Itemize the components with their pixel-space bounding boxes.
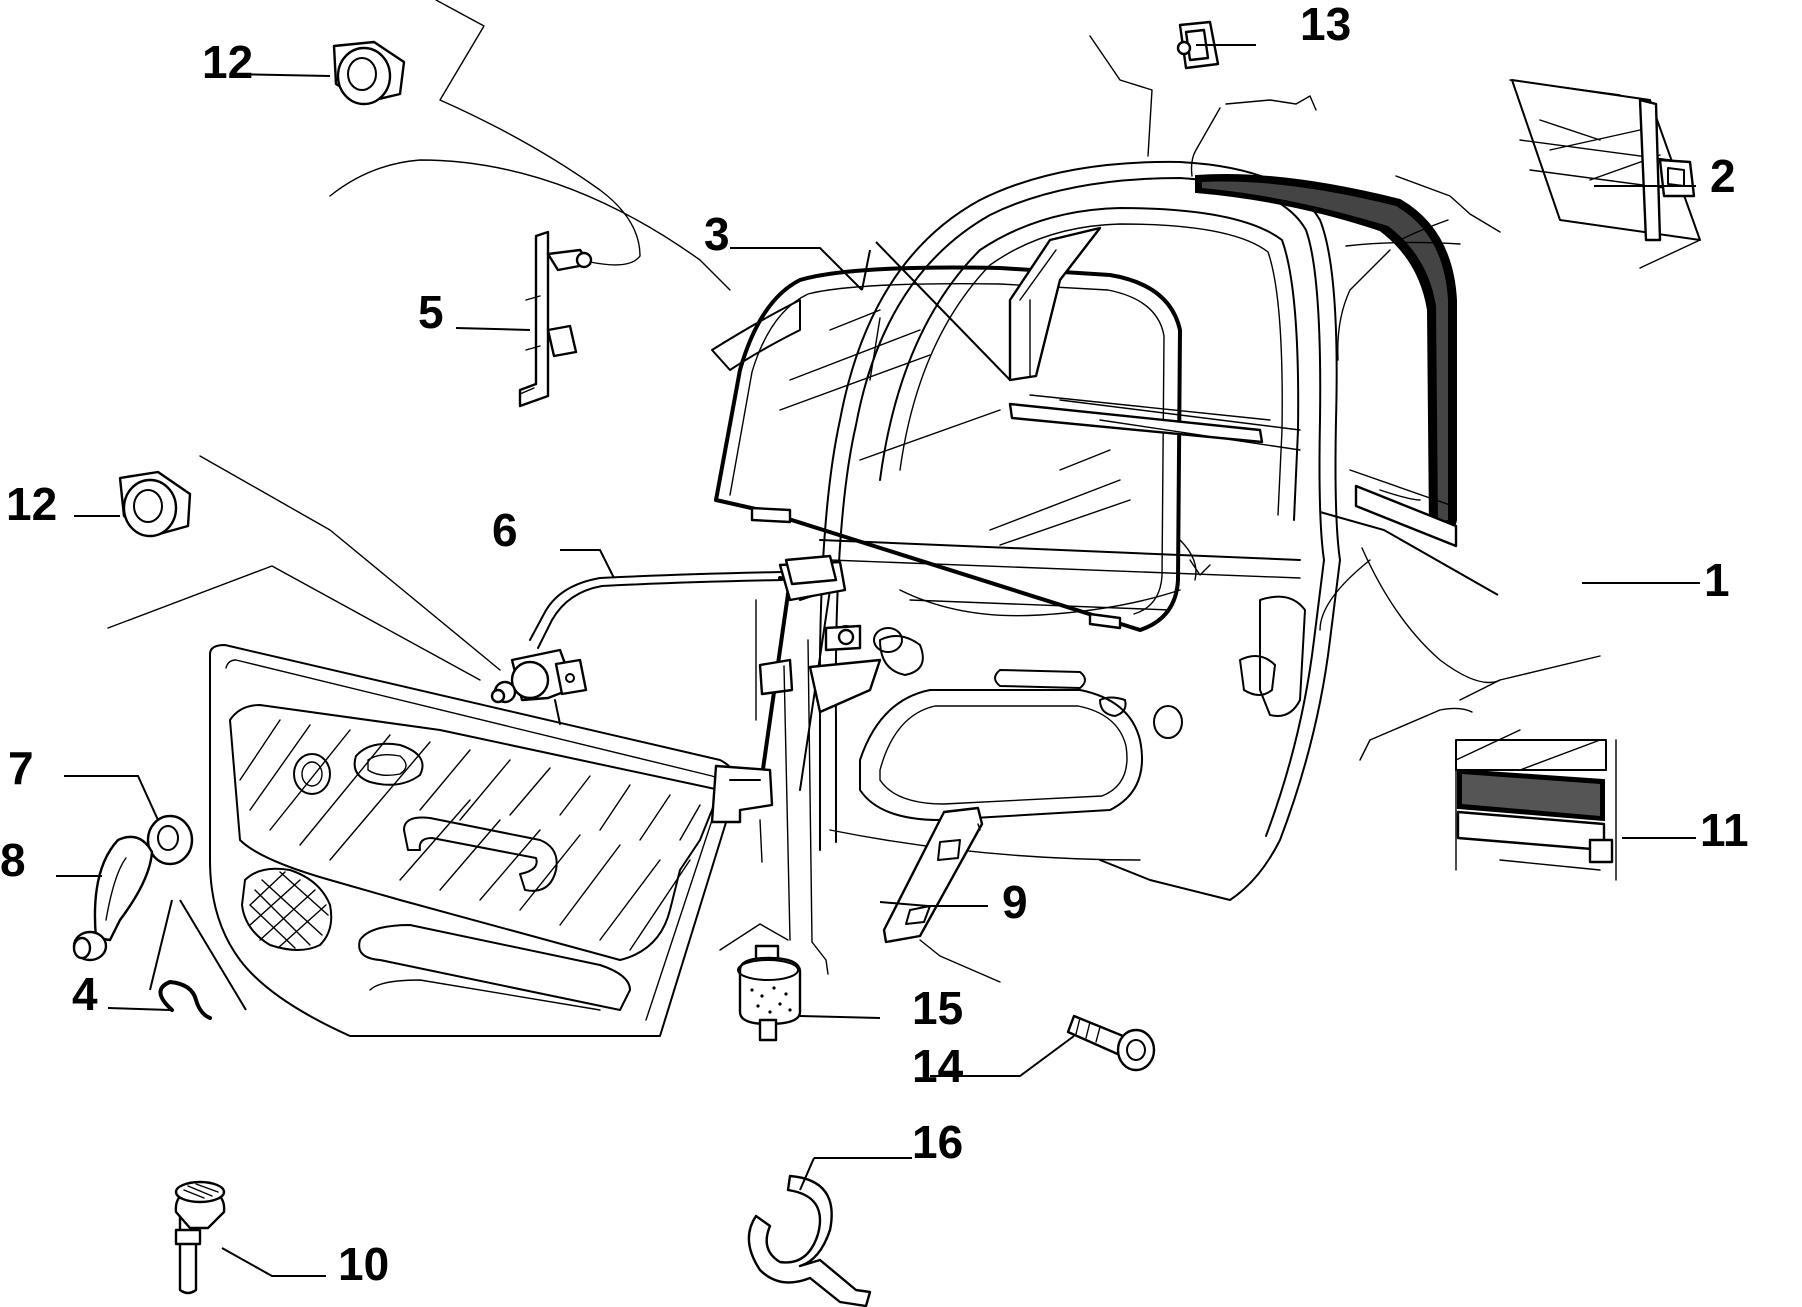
callout-10: 10 [338,1238,389,1290]
part-14-bolt [1066,1014,1156,1072]
door-shell [711,160,1341,901]
glass-run-channel [1008,226,1301,451]
leader-lines [56,0,1701,1277]
speaker-grille-mesh [249,871,329,949]
part-4-spring-clip [158,980,212,1020]
callout-2: 2 [1710,150,1736,202]
callout-6: 6 [492,504,518,556]
callout-3: 3 [704,208,730,260]
callout-1: 1 [1704,554,1730,606]
part-8-crank-handle [72,835,154,962]
part-2-bracket [1509,79,1701,242]
part-9-bracket [882,806,984,944]
part-10-knob [174,1180,226,1295]
callout-12a: 12 [202,36,253,88]
part-12-nut-upper [332,40,406,106]
callout-15: 15 [912,982,963,1034]
callout-11: 11 [1700,804,1749,856]
callout-4: 4 [72,968,98,1020]
callout-8: 8 [0,834,26,886]
door-seal [1195,174,1458,548]
door-trim-panel [209,644,738,1037]
callout-12b: 12 [6,478,57,530]
part-11-seal-strip [1455,729,1617,881]
callout-13: 13 [1300,0,1351,50]
callout-labels: 1 2 3 4 5 6 7 8 9 10 11 12 12 13 14 15 1… [0,0,1749,1290]
part-16-circlip [747,1174,872,1307]
callout-7: 7 [8,742,34,794]
callout-9: 9 [1002,876,1028,928]
part-12-nut-lower [118,470,192,538]
part-7-washer [146,814,194,866]
callout-5: 5 [418,286,444,338]
callout-16: 16 [912,1116,963,1168]
window-regulator [490,554,882,824]
window-glass [714,265,1182,632]
trim-hatching [239,719,701,951]
callout-14: 14 [912,1040,964,1092]
part-15-buffer [737,944,802,1042]
part-5-guide-rail [518,230,593,408]
